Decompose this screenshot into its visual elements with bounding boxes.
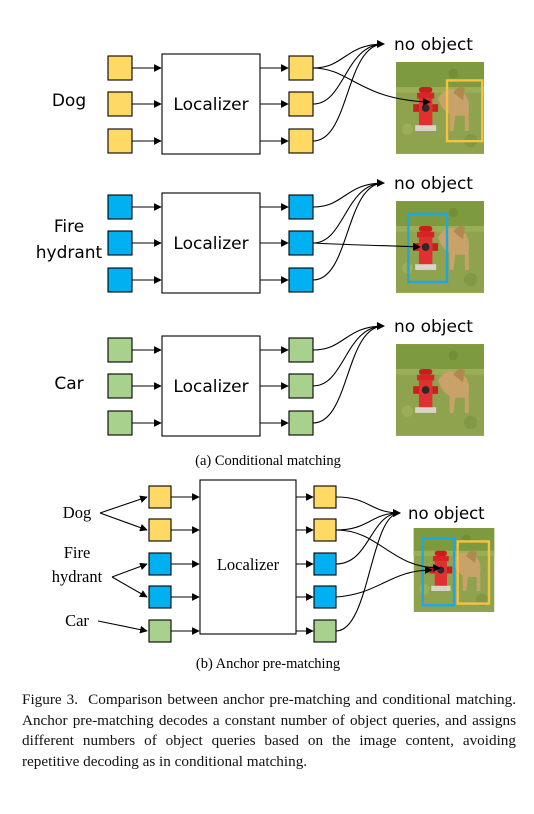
output-to-no-object-arrow: [312, 322, 385, 387]
hydrant-bounding-box: [421, 536, 456, 607]
panel-a-row-dog: Dog Localizer no object: [52, 35, 484, 155]
input-query-box: [107, 128, 133, 154]
localizer-box: [161, 335, 261, 437]
class-to-query-arrow: [97, 620, 148, 634]
output-query-box: [288, 337, 314, 363]
output-to-hydrant-arrow: [312, 242, 421, 251]
no-object-label: no object: [394, 35, 473, 55]
figure-caption-text: Comparison between anchor pre-matching a…: [22, 691, 517, 770]
output-to-no-object-arrow: [312, 40, 385, 142]
class-to-query-arrow: [111, 562, 148, 578]
figure-caption: Figure 3. Comparison between anchor pre-…: [22, 690, 516, 772]
dog-bounding-box: [456, 540, 491, 605]
output-query-box: [288, 267, 314, 293]
input-query-box: [148, 518, 172, 542]
example-photo: [413, 528, 495, 612]
output-to-dog-arrow: [312, 67, 431, 106]
output-to-no-object-arrow: [312, 40, 385, 69]
class-to-query-arrow: [111, 576, 148, 598]
output-query-box: [288, 128, 314, 154]
output-query-box: [288, 410, 314, 436]
panel-a-caption: (a) Conditional matching: [195, 453, 341, 469]
input-query-box: [107, 410, 133, 436]
dog-bounding-box: [445, 79, 484, 143]
input-query-box: [107, 91, 133, 117]
input-query-box: [148, 552, 172, 576]
class-label-fire-hydrant: hydrant: [52, 567, 103, 586]
output-to-no-object-arrow: [312, 179, 385, 244]
output-to-no-object-arrow: [312, 322, 385, 424]
input-query-box: [107, 194, 133, 220]
hydrant-bounding-box: [407, 212, 449, 284]
example-photo: [396, 62, 484, 154]
no-object-label: no object: [394, 317, 473, 337]
no-object-label: no object: [408, 504, 485, 523]
output-to-no-object-arrow: [312, 40, 385, 105]
localizer-box: [199, 479, 297, 635]
output-query-box: [313, 485, 337, 509]
output-to-no-object-arrow: [312, 179, 385, 208]
output-query-box: [288, 55, 314, 81]
output-query-box: [288, 230, 314, 256]
output-query-box: [313, 619, 337, 643]
input-query-box: [148, 619, 172, 643]
output-to-no-object-arrow: [312, 322, 385, 351]
no-object-label: no object: [394, 174, 473, 194]
output-to-dog-arrow: [335, 529, 441, 572]
output-query-box: [313, 518, 337, 542]
class-to-query-arrow: [99, 495, 148, 514]
input-query-box: [148, 585, 172, 609]
output-query-box: [313, 585, 337, 609]
panel-b-caption: (b) Anchor pre-matching: [196, 656, 340, 672]
class-to-query-arrow: [99, 512, 148, 532]
panel-a-row-car: Car Localizer no object: [54, 317, 484, 437]
class-label-fire-hydrant: Fire: [64, 543, 91, 562]
photo-scene: [396, 344, 484, 436]
localizer-label: Localizer: [173, 234, 248, 254]
localizer-box: [161, 53, 261, 155]
input-query-box: [107, 337, 133, 363]
output-query-box: [288, 194, 314, 220]
input-query-box: [107, 230, 133, 256]
class-label-fire-hydrant: hydrant: [36, 243, 103, 263]
output-to-hydrant-arrow: [335, 566, 433, 598]
output-to-no-object-arrow: [335, 496, 401, 517]
localizer-label: Localizer: [173, 377, 248, 397]
output-to-no-object-arrow: [335, 509, 401, 531]
class-label-fire-hydrant: Fire: [54, 217, 84, 237]
class-label-dog: Dog: [63, 503, 91, 522]
localizer-label: Localizer: [173, 95, 248, 115]
output-query-box: [288, 373, 314, 399]
class-label-car: Car: [65, 611, 89, 630]
localizer-box: [161, 192, 261, 294]
input-query-box: [107, 267, 133, 293]
figure-caption-label: Figure 3.: [22, 691, 79, 708]
output-to-no-object-arrow: [335, 509, 401, 632]
output-query-box: [288, 91, 314, 117]
input-query-box: [107, 373, 133, 399]
example-photo: [396, 201, 484, 293]
class-label-dog: Dog: [52, 91, 86, 111]
localizer-label: Localizer: [217, 555, 280, 574]
example-photo: [396, 344, 484, 436]
output-to-no-object-arrow: [312, 179, 385, 281]
input-query-box: [148, 485, 172, 509]
output-query-box: [313, 552, 337, 576]
panel-a-row-fire-hydrant: Fire hydrant Localizer no object: [36, 174, 484, 294]
input-query-box: [107, 55, 133, 81]
class-label-car: Car: [54, 374, 83, 394]
